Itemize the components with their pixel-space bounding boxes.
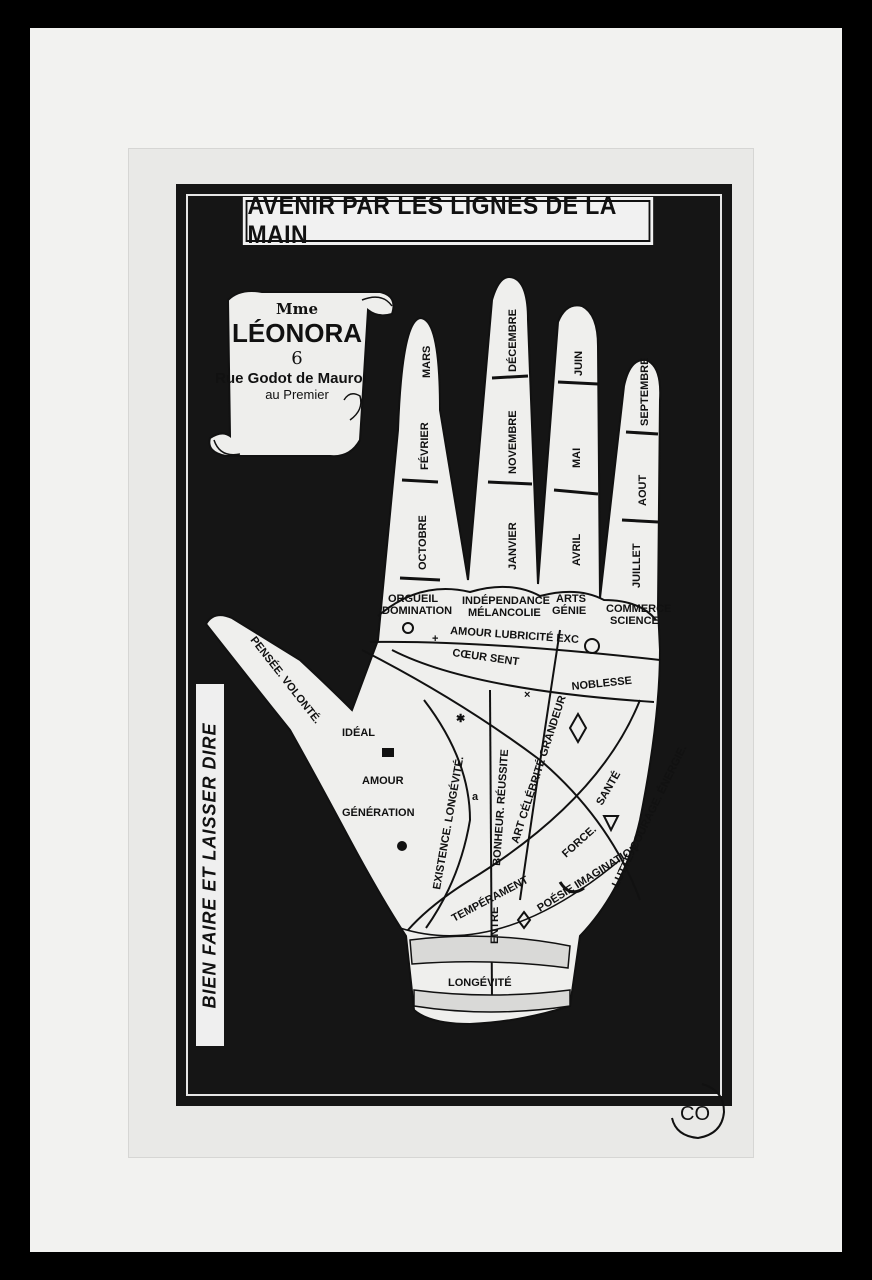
scroll-banner xyxy=(208,290,395,458)
label-love: AMOUR xyxy=(362,775,404,787)
finger-ring-label-2: MAI xyxy=(571,448,583,468)
label-ideal: IDÉAL xyxy=(342,726,375,739)
svg-text:CO: CO xyxy=(680,1103,710,1125)
mount-labels: ORGUEIL DOMINATION INDÉPENDANCE MÉLANCOL… xyxy=(382,593,671,627)
scroll-address: Mme LÉONORA 6 Rue Godot de Mauroi au Pre… xyxy=(215,300,372,402)
card-title: AVENIR PAR LES LIGNES DE LA MAIN xyxy=(245,192,651,249)
finger-little-label-3: JUILLET xyxy=(631,543,643,588)
scroll-floor: au Premier xyxy=(265,387,329,402)
svg-text:a: a xyxy=(472,791,479,803)
mount-index-2: DOMINATION xyxy=(382,605,452,617)
scroll-name: LÉONORA xyxy=(232,318,362,348)
scroll-number: 6 xyxy=(291,348,303,369)
svg-text:×: × xyxy=(524,689,530,701)
side-motto: BIEN FAIRE ET LAISSER DIRE xyxy=(199,721,220,1009)
mount-middle-1: INDÉPENDANCE xyxy=(462,594,550,607)
finger-ring-label-1: JUIN xyxy=(573,351,585,376)
finger-little-labels: SEPTEMBRE AOUT JUILLET xyxy=(631,358,651,588)
archive-stamp: CO xyxy=(671,1083,726,1140)
label-generation: GÉNÉRATION xyxy=(342,806,415,819)
finger-index-label-1: MARS xyxy=(421,346,433,378)
finger-middle-labels: DÉCEMBRE NOVEMBRE JANVIER xyxy=(506,309,519,570)
scroll-street: Rue Godot de Mauroi xyxy=(215,370,367,387)
finger-index-label-2: FÉVRIER xyxy=(418,422,431,470)
finger-ring-labels: JUIN MAI AVRIL xyxy=(571,351,585,566)
svg-text:+: + xyxy=(432,633,438,645)
finger-index-labels: MARS FÉVRIER OCTOBRE xyxy=(417,346,433,570)
hand-outline: + × ✱ a xyxy=(204,276,662,1026)
scroll-honorific: Mme xyxy=(275,300,319,318)
finger-little-label-2: AOUT xyxy=(637,475,649,506)
finger-middle-label-3: JANVIER xyxy=(507,522,519,570)
finger-middle-label-2: NOVEMBRE xyxy=(507,410,519,474)
mount-ring-1: ARTS xyxy=(556,593,586,605)
mount-ring-2: GÉNIE xyxy=(552,604,586,617)
mount-index-1: ORGUEIL xyxy=(388,593,438,605)
finger-ring-label-3: AVRIL xyxy=(571,534,583,566)
mount-middle-2: MÉLANCOLIE xyxy=(468,606,541,619)
mount-little-2: SCIENCE xyxy=(610,615,659,627)
label-wrist: LONGÉVITÉ xyxy=(448,976,512,989)
side-motto-bar: BIEN FAIRE ET LAISSER DIRE xyxy=(196,684,224,1046)
finger-little-label-1: SEPTEMBRE xyxy=(639,358,651,426)
svg-text:✱: ✱ xyxy=(456,713,465,725)
finger-middle-label-1: DÉCEMBRE xyxy=(506,309,519,372)
mount-little-1: COMMERCE xyxy=(606,603,671,615)
finger-index-label-3: OCTOBRE xyxy=(417,515,429,570)
label-between: ENTRE xyxy=(489,907,501,944)
